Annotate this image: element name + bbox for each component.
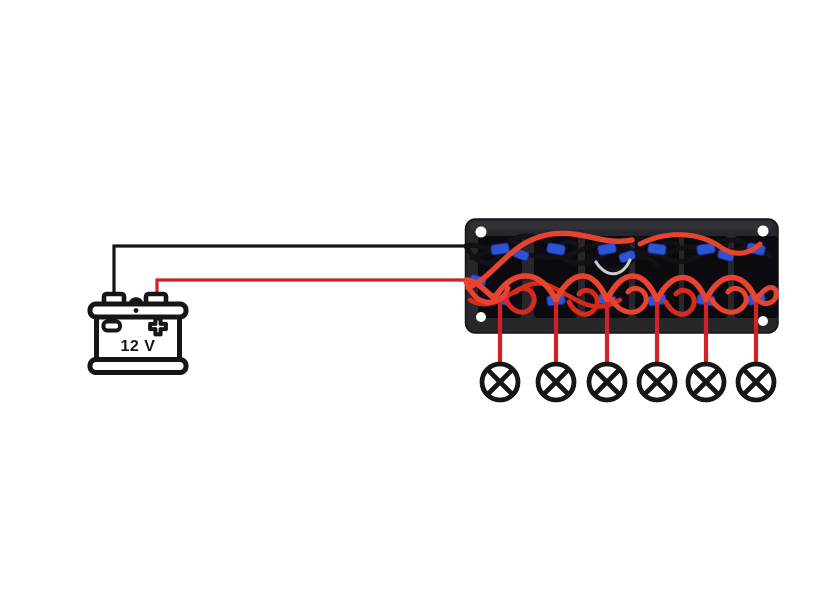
lamp-cross-line: [741, 367, 771, 397]
lamp-cross-line: [485, 367, 515, 397]
lamp-cross-line: [691, 367, 721, 397]
screw-hole: [475, 226, 487, 238]
screw-hole: [757, 225, 769, 237]
lamp-icon: [636, 361, 678, 403]
white-wire-strand: [594, 258, 632, 276]
red-wire-strand: [463, 279, 511, 305]
screw-hole: [758, 316, 768, 326]
lamp-cross-line: [592, 367, 622, 397]
lamp-icon: [535, 361, 577, 403]
red-wire-strand: [463, 277, 497, 301]
red-wire-strand: [709, 285, 749, 315]
screw-hole: [476, 312, 486, 322]
lamp-cross-line: [642, 367, 672, 397]
wire-connector: [546, 242, 566, 256]
lamp-icon: [586, 361, 628, 403]
photo-red-wires: [463, 230, 779, 315]
negative-wire-path: [112, 244, 466, 298]
lamp-cross-line: [541, 367, 571, 397]
battery-minus-icon: [101, 319, 122, 333]
wire-connector: [597, 242, 617, 256]
battery-base: [87, 357, 189, 375]
red-wire-strand: [663, 287, 697, 317]
red-wire-strand: [465, 230, 635, 291]
battery-voltage-label: 12 V: [121, 338, 156, 355]
wire-connector: [696, 242, 716, 256]
lamp-icon: [735, 361, 777, 403]
red-wire-strand: [753, 285, 779, 306]
red-wire-strand: [637, 232, 763, 256]
lamp-icon: [685, 361, 727, 403]
battery-icon: 12 V: [87, 291, 189, 375]
battery-plus-icon: [148, 316, 168, 337]
red-wire-strand: [491, 273, 759, 308]
wire-connector: [647, 242, 667, 256]
positive-wire-path: [155, 278, 466, 298]
panel-highlight: [470, 221, 773, 230]
battery-lid-dot: [133, 308, 139, 313]
screw-holes: [475, 225, 769, 326]
red-wire-strand: [566, 287, 600, 317]
battery-negative-wire: [112, 244, 466, 298]
lamp-symbols: [479, 361, 777, 403]
switch-panel: [463, 218, 779, 334]
lamp-feed-lines: [497, 302, 759, 362]
black-wire-strand: [463, 243, 506, 266]
wire-connector: [490, 242, 510, 256]
red-wire-strand: [609, 285, 649, 315]
battery-positive-wire: [155, 278, 466, 298]
photo-white-wire: [594, 258, 632, 276]
lamp-icon: [479, 361, 521, 403]
